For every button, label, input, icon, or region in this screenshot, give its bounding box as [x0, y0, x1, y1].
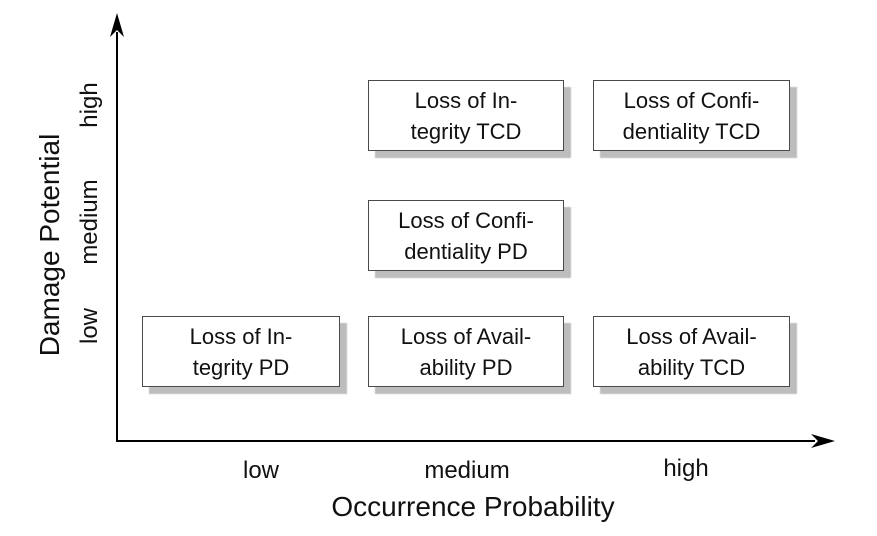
- x-axis-arrow-icon: [811, 434, 835, 448]
- risk-box-line: tegrity TCD: [410, 118, 522, 144]
- risk-box-loss-of-availability-tcd: Loss of Avail- ability TCD: [593, 316, 790, 387]
- risk-box-line: Loss of Confi-: [623, 87, 760, 113]
- x-tick-low: low: [242, 457, 280, 484]
- risk-box-line: tegrity PD: [192, 354, 290, 380]
- y-tick-low: low: [76, 307, 103, 345]
- risk-box-line: Loss of In-: [414, 87, 518, 113]
- x-tick-medium: medium: [424, 457, 510, 484]
- risk-box-loss-of-confidentiality-tcd: Loss of Confi- dentiality TCD: [593, 80, 790, 151]
- risk-box-line: ability TCD: [637, 354, 746, 380]
- risk-box-line: Loss of Avail-: [400, 323, 532, 349]
- x-tick-high: high: [663, 455, 709, 482]
- y-tick-high: high: [76, 82, 103, 128]
- risk-box-loss-of-integrity-pd: Loss of In- tegrity PD: [142, 316, 340, 387]
- y-tick-medium: medium: [76, 179, 103, 265]
- x-axis-title: Occurrence Probability: [331, 491, 615, 522]
- risk-box-line: Loss of Avail-: [626, 323, 757, 349]
- risk-box-loss-of-availability-pd: Loss of Avail- ability PD: [368, 316, 564, 387]
- risk-box-line: Loss of Confi-: [398, 207, 534, 233]
- risk-box-loss-of-integrity-tcd: Loss of In- tegrity TCD: [368, 80, 564, 151]
- risk-box-line: ability PD: [419, 354, 513, 380]
- risk-box-loss-of-confidentiality-pd: Loss of Confi- dentiality PD: [368, 200, 564, 271]
- risk-box-line: dentiality TCD: [622, 118, 761, 144]
- y-axis-title: Damage Potential: [34, 133, 65, 357]
- y-axis-arrow-icon: [110, 13, 124, 37]
- risk-box-line: dentiality PD: [404, 238, 528, 264]
- risk-box-line: Loss of In-: [189, 323, 293, 349]
